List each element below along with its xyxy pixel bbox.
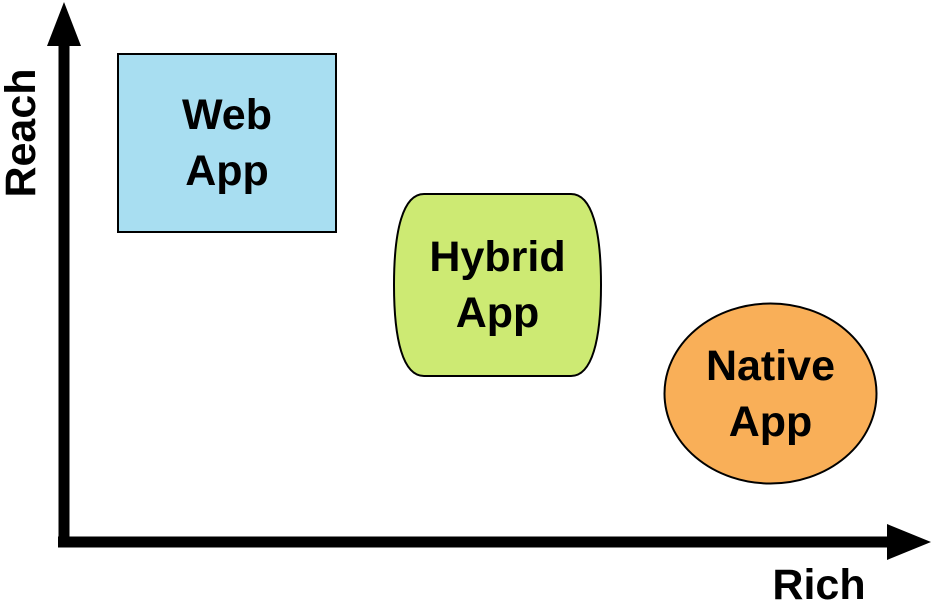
web-app-shape	[117, 53, 337, 233]
x-axis-arrowhead-icon	[887, 524, 931, 560]
hybrid-app-shape	[392, 193, 603, 377]
native-app-label-line1: Native	[705, 341, 836, 390]
web-app-label-line1: Web	[182, 91, 272, 139]
y-axis-label: Reach	[0, 68, 45, 198]
node-native-app: Native App	[663, 302, 878, 485]
hybrid-app-barrel	[392, 193, 603, 377]
node-web-app: Web App	[117, 53, 337, 233]
native-app-shape	[663, 302, 878, 485]
web-app-rectangle	[117, 53, 337, 233]
node-hybrid-app: Hybrid App	[392, 192, 603, 378]
y-axis-arrowhead-icon	[47, 2, 81, 46]
native-app-label-line2: App	[728, 397, 813, 446]
native-app-ellipse	[663, 302, 878, 485]
web-app-label: Web App	[117, 53, 337, 233]
hybrid-app-label-line2: App	[455, 289, 540, 337]
hybrid-app-label: Hybrid App	[392, 192, 603, 378]
web-app-label-line2: App	[185, 147, 269, 195]
x-axis-label: Rich	[772, 561, 866, 606]
hybrid-app-label-line1: Hybrid	[429, 233, 566, 281]
native-app-label: Native App	[663, 302, 878, 485]
